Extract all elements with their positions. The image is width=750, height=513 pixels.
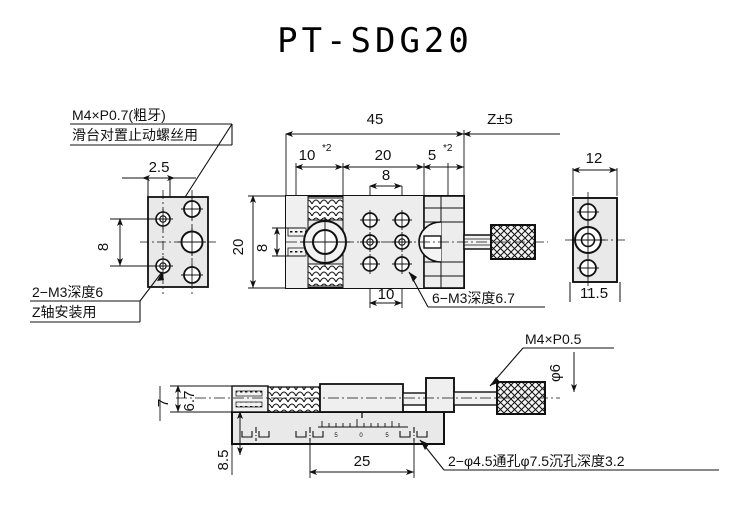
- note-thread-m4p07-line2: 滑台对置止动螺丝用: [72, 127, 198, 143]
- front-view-scale: 5 0 5: [318, 412, 408, 439]
- note-bottom-hole: 2−φ4.5通孔φ7.5沉孔深度3.2: [419, 439, 719, 471]
- right-view-hole-bot: [577, 257, 599, 279]
- dim-knob-diameter: φ6: [547, 352, 577, 392]
- front-view-rail-left: [231, 385, 269, 413]
- hidden-feature-upper: [287, 227, 307, 237]
- note-bottom-hole-label: 2−φ4.5通孔φ7.5沉孔深度3.2: [448, 453, 625, 469]
- note-top-tap-label: 6−M3深度6.7: [432, 290, 515, 306]
- dim-seg2: 20: [375, 147, 392, 164]
- dim-right-width: 12: [586, 150, 603, 167]
- note-knob-thread-label: M4×P0.5: [525, 331, 582, 347]
- dim-left-width: 2.5: [149, 159, 170, 176]
- dim-top-height: 20: [230, 239, 247, 256]
- dim-seg3: 5: [428, 147, 436, 164]
- dim-front-inner: 6.7: [181, 391, 198, 412]
- note-thread-m4p07-line1: M4×P0.7(粗牙): [72, 107, 166, 123]
- right-view-hole-top: [577, 201, 599, 223]
- front-view-base: [231, 411, 445, 445]
- left-side-view: 2.5: [95, 159, 216, 294]
- dim-overall-45: 45: [367, 111, 384, 128]
- dim-top-hole-pitch-v: 8: [254, 244, 271, 252]
- dim-knob-diameter-label: φ6: [547, 364, 564, 382]
- thread-region-bottom: [307, 263, 344, 287]
- front-view-counterbores: [241, 427, 428, 441]
- scale-label-right: 5: [385, 433, 389, 439]
- left-view-hole-tr: [181, 198, 203, 220]
- right-view-hole-mid: [571, 223, 605, 257]
- dim-seg1-sup: *2: [322, 143, 332, 154]
- dim-front-base: 8.5: [215, 450, 232, 471]
- dim-stroke-z: Z±5: [487, 111, 513, 128]
- top-view: 45 Z±5 10 *2 20 5 *2 8: [230, 111, 560, 308]
- note-knob-thread: M4×P0.5: [489, 331, 614, 387]
- scale-label-zero: 0: [359, 433, 363, 439]
- front-view: 5 0 5 6.7 7 8.5 25: [155, 377, 560, 478]
- dim-inner-8: 8: [382, 167, 390, 184]
- hidden-feature-lower: [287, 247, 307, 257]
- dim-front-total: 7: [155, 399, 172, 407]
- dim-right-depth: 11.5: [580, 285, 608, 302]
- dim-left-hole-pitch: 8: [95, 243, 112, 251]
- page-title: PT-SDG20: [277, 21, 473, 61]
- dim-seg3-sup: *2: [443, 143, 453, 154]
- dim-top-hole-pitch-h: 10: [378, 286, 395, 303]
- left-view-hole-mr: [178, 228, 206, 256]
- front-view-collar: [425, 377, 455, 413]
- note-left-tap-line1: 2−M3深度6: [32, 284, 103, 300]
- right-side-view: 12 11.5: [565, 150, 626, 302]
- thread-region-top: [307, 197, 344, 221]
- note-thread-m4p07: M4×P0.7(粗牙) 滑台对置止动螺丝用: [70, 107, 233, 206]
- dim-front-length: 25: [354, 453, 371, 470]
- left-view-hole-br: [181, 264, 203, 286]
- top-view-tapped-holes: [360, 210, 412, 274]
- scale-label-left: 5: [334, 433, 338, 439]
- note-left-tap-line2: Z轴安装用: [32, 304, 97, 320]
- note-top-tap: 6−M3深度6.7: [408, 271, 545, 308]
- front-view-thread: [267, 386, 321, 413]
- note-left-tap: 2−M3深度6 Z轴安装用: [30, 271, 164, 323]
- dim-seg1: 10: [299, 147, 316, 164]
